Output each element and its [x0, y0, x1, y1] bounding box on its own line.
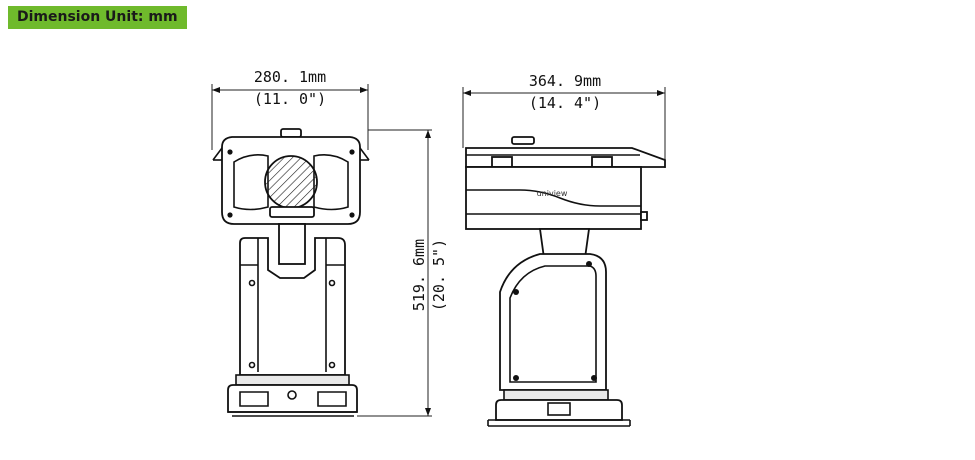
front-housing — [212, 136, 370, 225]
front-width-inch-label: (11. 0") — [254, 90, 326, 108]
side-depth-dimension: 364. 9mm (14. 4") — [462, 72, 666, 168]
front-width-dimension: 280. 1mm (11. 0") — [211, 68, 369, 150]
dimension-unit-badge: Dimension Unit: mm — [8, 6, 187, 29]
front-view: 280. 1mm (11. 0") — [211, 68, 448, 417]
side-depth-inch-label: (14. 4") — [529, 94, 601, 112]
side-depth-mm-label: 364. 9mm — [529, 72, 601, 90]
front-base — [227, 374, 358, 417]
front-pan-body — [239, 237, 346, 376]
side-view: 364. 9mm (14. 4") uniview — [462, 72, 666, 427]
side-pan-head — [499, 253, 607, 391]
height-dimension: 519. 6mm (20. 5") — [357, 129, 448, 417]
side-base — [487, 389, 631, 427]
height-mm-label: 519. 6mm — [410, 239, 428, 311]
uniview-logo-text: uniview — [537, 189, 568, 198]
front-width-mm-label: 280. 1mm — [254, 68, 326, 86]
height-inch-label: (20. 5") — [430, 239, 448, 311]
side-housing: uniview — [465, 166, 648, 230]
